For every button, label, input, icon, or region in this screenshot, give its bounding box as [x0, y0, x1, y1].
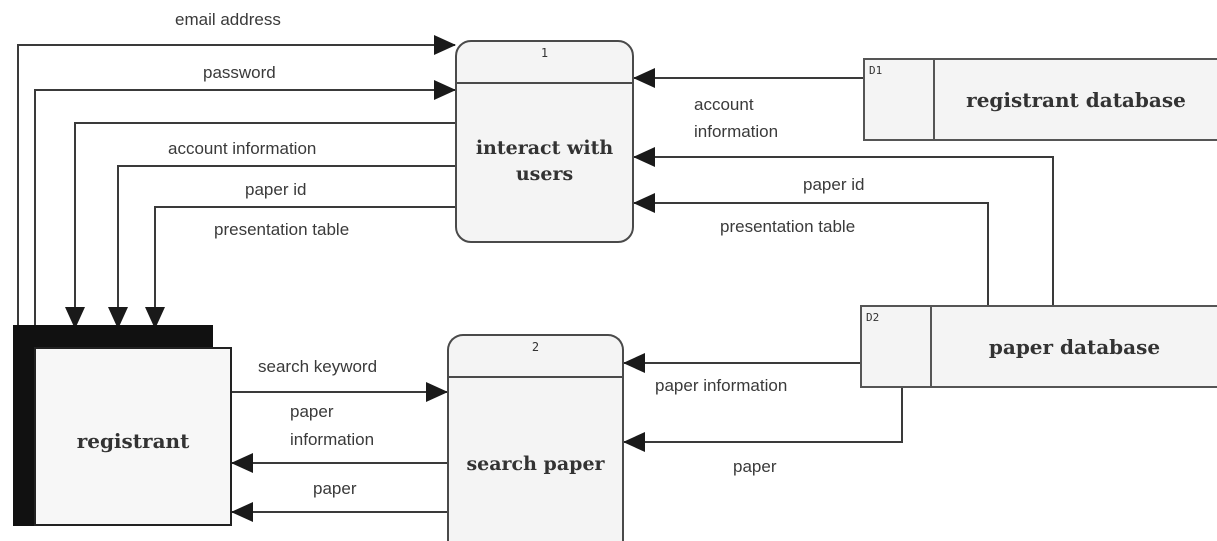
- flow-paper-id-in: [633, 147, 1054, 305]
- label-account-information-in-1: account: [694, 95, 754, 114]
- flow-process1-return: [65, 122, 455, 329]
- label-password: password: [203, 63, 276, 82]
- label-email-address: email address: [175, 10, 281, 29]
- datastore-id: D1: [865, 60, 935, 139]
- label-paper-id-out: paper id: [245, 180, 307, 199]
- label-paper-information-out-1: paper: [290, 402, 334, 421]
- datastore-paper-database: D2 paper database: [860, 305, 1217, 388]
- flow-paper-id-out: [145, 206, 455, 329]
- label-paper-in: paper: [733, 457, 777, 476]
- flow-presentation-table-in: [633, 193, 989, 305]
- label-paper-out: paper: [313, 479, 357, 498]
- entity-name: registrant: [76, 429, 190, 453]
- process-divider: [457, 82, 632, 84]
- entity-registrant: registrant: [34, 347, 232, 526]
- datastore-registrant-database: D1 registrant database: [863, 58, 1217, 141]
- entity-top-shadow: [13, 325, 213, 347]
- label-account-information-out: account information: [168, 139, 317, 158]
- process-divider: [449, 376, 622, 378]
- process-name-line1: search paper: [466, 453, 605, 475]
- label-paper-information-in: paper information: [655, 376, 788, 395]
- flow-password: [34, 80, 456, 330]
- label-presentation-table-in: presentation table: [720, 217, 856, 236]
- datastore-name: paper database: [988, 334, 1161, 359]
- label-paper-id-in: paper id: [803, 175, 865, 194]
- process-number: 2: [531, 340, 540, 354]
- label-presentation-table-out: presentation table: [214, 220, 350, 239]
- process-interact-with-users: 1 interact with users: [455, 40, 634, 243]
- process-number: 1: [540, 46, 549, 60]
- flow-account-information-out: [108, 165, 455, 329]
- entity-shadow: [13, 325, 35, 526]
- process-name-line1: interact with: [475, 137, 614, 159]
- process-name-line2: users: [515, 163, 574, 185]
- process-search-paper: 2 search paper: [447, 334, 624, 541]
- label-search-keyword: search keyword: [258, 357, 378, 376]
- label-paper-information-out-2: information: [290, 430, 375, 449]
- label-account-information-in-2: information: [694, 122, 779, 141]
- datastore-id: D2: [862, 307, 932, 386]
- flow-email-address: [17, 35, 456, 330]
- flow-paper-in: [623, 388, 903, 452]
- datastore-name: registrant database: [966, 87, 1186, 112]
